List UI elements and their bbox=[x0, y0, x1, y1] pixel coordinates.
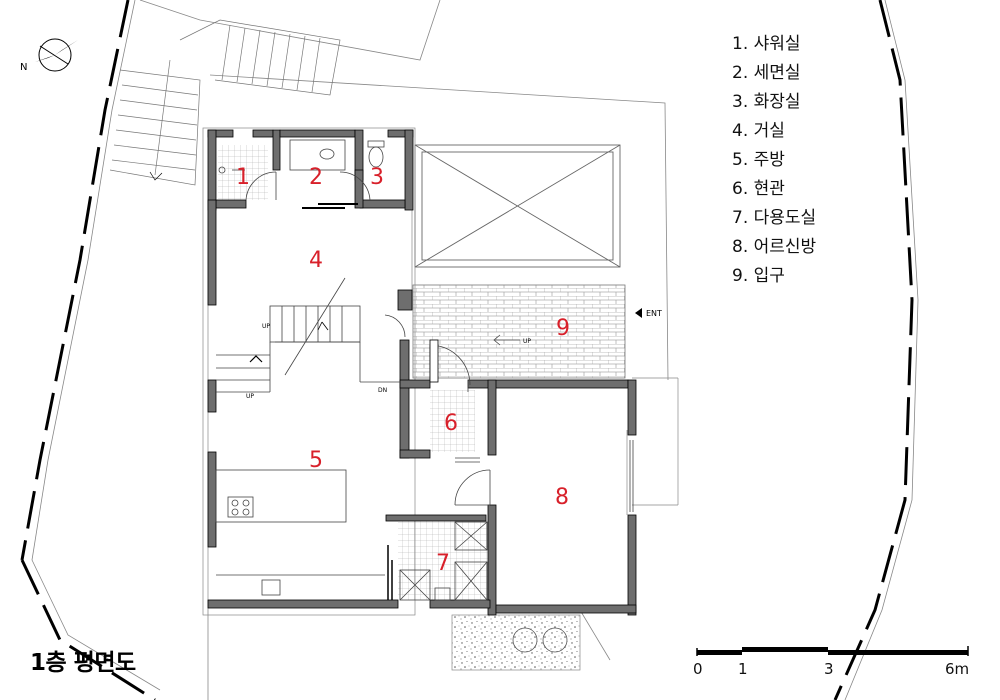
room-legend: 1. 샤워실 2. 세면실 3. 화장실 4. 거실 5. 주방 6. 현관 7… bbox=[732, 30, 816, 291]
plan-title: 1층 평면도 bbox=[30, 650, 136, 676]
scale-label-3: 3 bbox=[824, 660, 834, 678]
legend-item: 8. 어르신방 bbox=[732, 237, 817, 257]
fixtures bbox=[215, 139, 634, 601]
planter-icon bbox=[512, 627, 538, 653]
room-number-9: 9 bbox=[556, 316, 570, 341]
scale-label-0: 0 bbox=[693, 660, 703, 678]
legend-item: 3. 화장실 bbox=[732, 92, 801, 112]
planter-icon bbox=[542, 627, 568, 653]
stair-label-up: UP bbox=[246, 393, 254, 400]
stair-label-down: DN bbox=[378, 387, 387, 394]
room-number-8: 8 bbox=[555, 485, 569, 510]
legend-item: 6. 현관 bbox=[732, 179, 785, 199]
paving-label-up: UP bbox=[523, 338, 531, 345]
entrance-paving bbox=[412, 284, 626, 379]
entry-tile bbox=[430, 390, 475, 452]
entrance-label: ENT bbox=[646, 309, 662, 318]
site-boundary bbox=[20, 0, 914, 700]
void-area bbox=[414, 144, 621, 268]
stair-label-up: UP bbox=[262, 323, 270, 330]
room-number-1: 1 bbox=[236, 165, 250, 190]
legend-item: 7. 다용도실 bbox=[732, 208, 817, 228]
legend-item: 4. 거실 bbox=[732, 121, 785, 141]
legend-item: 2. 세면실 bbox=[732, 63, 801, 83]
room-number-2: 2 bbox=[309, 165, 323, 190]
room-number-5: 5 bbox=[309, 448, 323, 473]
gravel-area bbox=[451, 614, 581, 671]
exterior-stairs bbox=[109, 19, 341, 186]
scale-bar bbox=[696, 646, 969, 656]
legend-item: 5. 주방 bbox=[732, 150, 785, 170]
room-number-3: 3 bbox=[370, 165, 384, 190]
svg-text:N: N bbox=[20, 62, 27, 73]
room-number-7: 7 bbox=[436, 551, 450, 576]
legend-item: 1. 샤워실 bbox=[732, 34, 801, 54]
entrance-arrow-icon bbox=[635, 308, 642, 318]
legend-item: 9. 입구 bbox=[732, 266, 785, 286]
shower-tile bbox=[218, 145, 268, 200]
walls bbox=[207, 129, 637, 616]
scale-label-6m: 6m bbox=[945, 660, 970, 678]
room-number-6: 6 bbox=[444, 411, 458, 436]
room-number-4: 4 bbox=[309, 248, 323, 273]
site-lines bbox=[31, 0, 919, 700]
scale-label-1: 1 bbox=[738, 660, 748, 678]
north-arrow-icon: N bbox=[20, 38, 78, 73]
